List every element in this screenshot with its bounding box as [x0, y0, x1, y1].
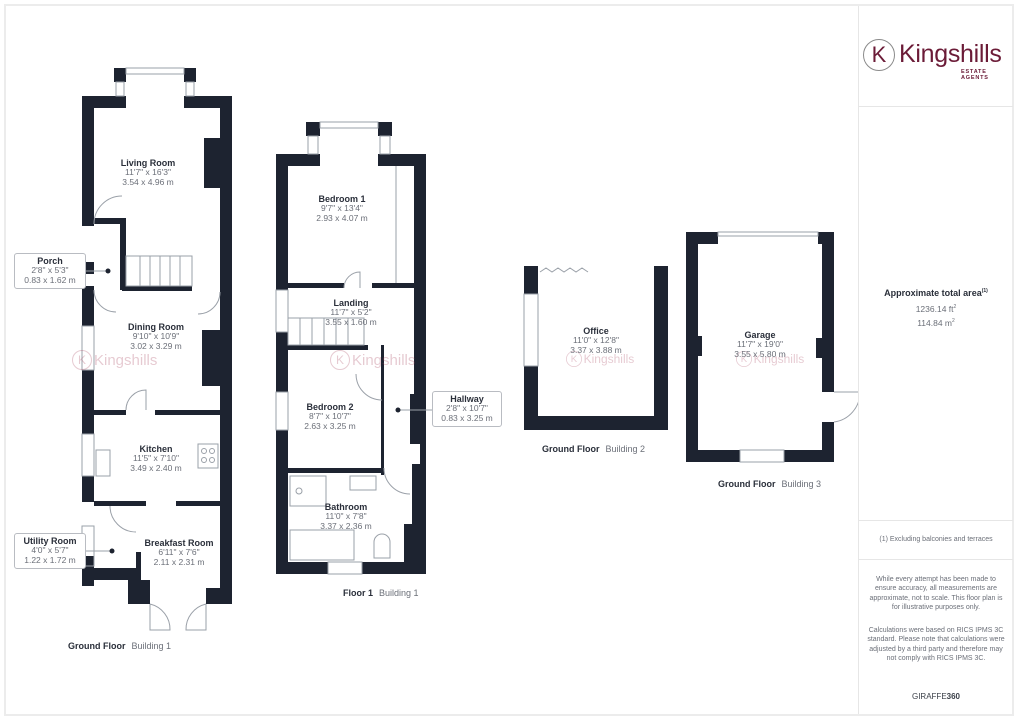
room-dim-metric: 2.93 x 4.07 m [316, 213, 368, 224]
callout-porch: Porch 2'8" x 5'3" 0.83 x 1.62 m [14, 253, 86, 289]
room-kitchen: Kitchen 11'5" x 7'10" 3.49 x 2.40 m [130, 444, 182, 474]
floor-caption-ground-b1: Ground Floor Building 1 [68, 641, 171, 651]
divider [859, 106, 1013, 107]
room-dim-imperial: 11'7" x 16'3" [125, 167, 171, 178]
room-dim-metric: 3.54 x 4.96 m [122, 177, 174, 188]
room-name: Living Room [120, 158, 176, 168]
floor-plan-drawing [76, 67, 858, 631]
room-dim-metric: 1.22 x 1.72 m [24, 555, 76, 566]
room-dim-imperial: 11'5" x 7'10" [132, 453, 179, 464]
room-landing: Landing 11'7" x 5'2" 3.55 x 1.60 m [325, 298, 377, 328]
room-dim-imperial: 9'7" x 13'4" [321, 203, 363, 214]
room-name: Bedroom 2 [306, 402, 354, 412]
building-name: Building 1 [131, 641, 172, 651]
room-dim-imperial: 8'7" x 10'7" [309, 411, 351, 422]
floor-name: Ground Floor [718, 479, 776, 489]
room-breakfast-room: Breakfast Room 6'11" x 7'6" 2.11 x 2.31 … [144, 538, 213, 568]
room-garage: Garage 11'7" x 19'0" 3.55 x 5.80 m [734, 330, 786, 360]
room-name: Kitchen [139, 444, 173, 454]
disclaimer-accuracy: While every attempt has been made to ens… [869, 576, 1003, 612]
giraffe360-logo: GIRAFFE360 [911, 692, 961, 701]
total-area-sqm: 114.84 m2 [917, 318, 955, 328]
room-dim-imperial: 11'7" x 5'2" [330, 307, 372, 318]
room-name: Dining Room [128, 322, 184, 332]
building-name: Building 3 [781, 479, 822, 489]
room-dim-imperial: 4'0" x 5'7" [31, 545, 69, 556]
room-dim-metric: 3.55 x 1.60 m [325, 317, 377, 328]
room-dim-metric: 2.63 x 3.25 m [304, 421, 356, 432]
building-name: Building 2 [605, 444, 646, 454]
room-dim-metric: 3.37 x 3.88 m [570, 345, 622, 356]
room-name: Bathroom [324, 502, 368, 512]
floor-caption-ground-b2: Ground Floor Building 2 [542, 444, 645, 454]
callout-hallway: Hallway 2'8" x 10'7" 0.83 x 3.25 m [432, 391, 502, 427]
room-bathroom: Bathroom 11'0" x 7'8" 3.37 x 2.36 m [320, 502, 372, 532]
divider [859, 520, 1013, 521]
disclaimer-rics: Calculations were based on RICS IPMS 3C … [867, 627, 1005, 663]
room-name: Bedroom 1 [318, 194, 366, 204]
room-dim-imperial: 11'0" x 12'8" [572, 335, 619, 346]
divider [859, 559, 1013, 560]
floor-caption-ground-b3: Ground Floor Building 3 [718, 479, 821, 489]
room-name: Hallway [450, 394, 484, 404]
room-name: Office [583, 326, 609, 336]
room-dim-imperial: 2'8" x 10'7" [446, 403, 488, 414]
room-dim-metric: 3.55 x 5.80 m [734, 349, 786, 360]
room-bedroom-1: Bedroom 1 9'7" x 13'4" 2.93 x 4.07 m [316, 194, 368, 224]
room-name: Garage [744, 330, 776, 340]
floor-name: Ground Floor [68, 641, 126, 651]
room-dim-metric: 2.11 x 2.31 m [153, 557, 205, 568]
info-panel: K Kingshills ESTATE AGENTS Approximate t… [858, 6, 1013, 714]
room-dim-imperial: 6'11" x 7'6" [158, 547, 200, 558]
logo-k-icon: K [863, 39, 895, 71]
room-dim-metric: 0.83 x 3.25 m [441, 413, 493, 424]
logo-wordmark: Kingshills [899, 40, 1002, 68]
room-name: Porch [37, 256, 63, 266]
total-area-sqft: 1236.14 ft2 [915, 304, 957, 314]
room-office: Office 11'0" x 12'8" 3.37 x 3.88 m [570, 326, 622, 356]
floor-caption-floor1-b1: Floor 1 Building 1 [343, 588, 419, 598]
room-dim-metric: 0.83 x 1.62 m [24, 275, 76, 286]
logo-tagline: ESTATE AGENTS [961, 69, 989, 81]
room-dim-imperial: 11'7" x 19'0" [736, 339, 783, 350]
room-bedroom-2: Bedroom 2 8'7" x 10'7" 2.63 x 3.25 m [304, 402, 356, 432]
callout-utility-room: Utility Room 4'0" x 5'7" 1.22 x 1.72 m [14, 533, 86, 569]
room-living-room: Living Room 11'7" x 16'3" 3.54 x 4.96 m [121, 158, 176, 188]
footnote-text: (1) Excluding balconies and terraces [879, 536, 993, 543]
room-name: Utility Room [23, 536, 77, 546]
room-dim-metric: 3.02 x 3.29 m [130, 341, 182, 352]
page-frame [4, 4, 1014, 716]
room-dim-imperial: 11'0" x 7'8" [325, 511, 367, 522]
total-area-title: Approximate total area(1) [884, 288, 988, 298]
floor-name: Ground Floor [542, 444, 600, 454]
kingshills-logo: K Kingshills ESTATE AGENTS [863, 36, 1013, 86]
room-dim-metric: 3.37 x 2.36 m [320, 521, 372, 532]
room-dim-imperial: 2'8" x 5'3" [31, 265, 69, 276]
room-dining-room: Dining Room 9'10" x 10'9" 3.02 x 3.29 m [128, 322, 184, 352]
room-dim-metric: 3.49 x 2.40 m [130, 463, 182, 474]
floor-name: Floor 1 [343, 588, 374, 598]
room-dim-imperial: 9'10" x 10'9" [132, 331, 180, 342]
building-name: Building 1 [379, 588, 419, 598]
room-name: Landing [333, 298, 369, 308]
room-name: Breakfast Room [144, 538, 214, 548]
